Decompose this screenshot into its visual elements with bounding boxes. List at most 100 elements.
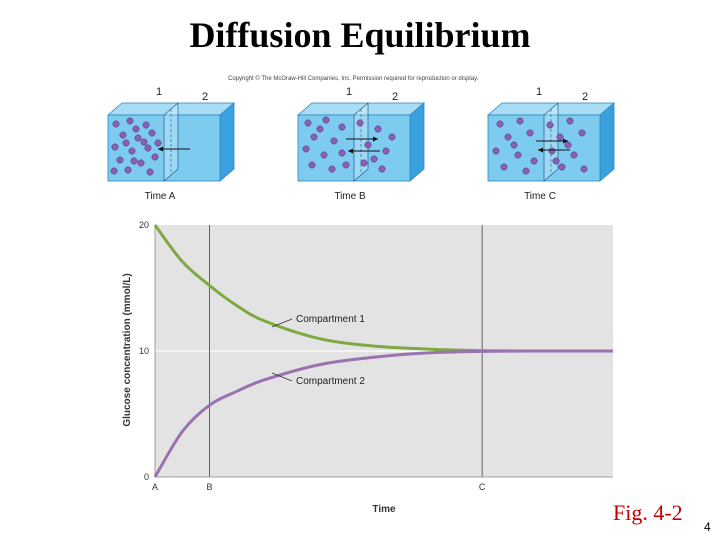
glucose-molecule bbox=[374, 125, 382, 133]
glucose-molecule bbox=[516, 117, 524, 125]
glucose-molecule bbox=[564, 141, 572, 149]
glucose-molecule bbox=[370, 155, 378, 163]
glucose-molecule bbox=[124, 166, 132, 174]
y-tick-10: 10 bbox=[139, 346, 149, 356]
glucose-molecule bbox=[151, 153, 159, 161]
arrow-head bbox=[563, 138, 568, 144]
compartment-2-label: 2 bbox=[582, 91, 588, 103]
callout-leader bbox=[271, 318, 293, 328]
glucose-molecule bbox=[110, 167, 118, 175]
glucose-molecule bbox=[148, 129, 156, 137]
glucose-molecule bbox=[128, 147, 136, 155]
box-side-face bbox=[409, 102, 425, 182]
glucose-molecule bbox=[382, 147, 390, 155]
glucose-molecule bbox=[316, 125, 324, 133]
glucose-molecule bbox=[304, 119, 312, 127]
box-side-face bbox=[219, 102, 235, 182]
compartment-1-label: 1 bbox=[346, 86, 352, 98]
arrow-head bbox=[538, 147, 543, 153]
arrow-head bbox=[158, 146, 163, 152]
glucose-molecule bbox=[142, 121, 150, 129]
glucose-molecule bbox=[492, 147, 500, 155]
glucose-molecule bbox=[154, 139, 162, 147]
glucose-molecule bbox=[566, 117, 574, 125]
page-number: 4 bbox=[704, 520, 711, 534]
time-label: Time B bbox=[334, 191, 366, 202]
glucose-molecule bbox=[330, 137, 338, 145]
series-label-compartment-2: Compartment 2 bbox=[296, 376, 365, 387]
glucose-molecule bbox=[558, 163, 566, 171]
glucose-molecule bbox=[137, 159, 145, 167]
glucose-molecule bbox=[111, 143, 119, 151]
glucose-molecule bbox=[322, 116, 330, 124]
glucose-molecule bbox=[578, 129, 586, 137]
compartment-1-label: 1 bbox=[536, 86, 542, 98]
glucose-molecule bbox=[546, 121, 554, 129]
figure-label: Fig. 4-2 bbox=[613, 500, 683, 525]
glucose-molecule bbox=[302, 145, 310, 153]
glucose-molecule bbox=[144, 144, 152, 152]
compartment-2-label: 2 bbox=[392, 91, 398, 103]
x-marker-label: A bbox=[152, 482, 158, 492]
glucose-molecule bbox=[356, 119, 364, 127]
glucose-molecule bbox=[126, 117, 134, 125]
glucose-molecule bbox=[570, 151, 578, 159]
glucose-molecule bbox=[328, 165, 336, 173]
glucose-molecule bbox=[510, 141, 518, 149]
time-label: Time A bbox=[145, 191, 176, 202]
glucose-molecule bbox=[119, 131, 127, 139]
glucose-molecule bbox=[522, 167, 530, 175]
glucose-molecule bbox=[130, 157, 138, 165]
series-line-compartment-2 bbox=[153, 349, 614, 478]
x-marker-label: C bbox=[479, 482, 486, 492]
compartment-2-label: 2 bbox=[202, 91, 208, 103]
glucose-molecule bbox=[338, 123, 346, 131]
copyright-notice: Copyright © The McGraw-Hill Companies, I… bbox=[228, 76, 479, 82]
arrow-head bbox=[373, 136, 378, 142]
compartment-1-label: 1 bbox=[156, 86, 162, 98]
slide-title: Diffusion Equilibrium bbox=[189, 15, 531, 55]
time-label: Time C bbox=[524, 191, 556, 202]
glucose-molecule bbox=[500, 163, 508, 171]
glucose-molecule bbox=[338, 149, 346, 157]
glucose-molecule bbox=[146, 168, 154, 176]
glucose-molecule bbox=[526, 129, 534, 137]
glucose-molecule bbox=[308, 161, 316, 169]
glucose-molecule bbox=[548, 147, 556, 155]
glucose-molecule bbox=[320, 151, 328, 159]
glucose-molecule bbox=[530, 157, 538, 165]
glucose-molecule bbox=[514, 151, 522, 159]
glucose-chart: A B C Compartment 1 Compartment 2 20 10 0 G… bbox=[122, 220, 614, 515]
arrow-head bbox=[348, 148, 353, 154]
glucose-molecule bbox=[364, 141, 372, 149]
glucose-molecule bbox=[496, 120, 504, 128]
box-side-face bbox=[599, 102, 615, 182]
y-axis-label: Glucose concentration (mmol/L) bbox=[122, 273, 133, 426]
glucose-molecule bbox=[378, 165, 386, 173]
glucose-molecule bbox=[122, 139, 130, 147]
glucose-molecule bbox=[552, 157, 560, 165]
glucose-molecule bbox=[116, 156, 124, 164]
glucose-molecule bbox=[140, 138, 148, 146]
y-tick-0: 0 bbox=[144, 472, 149, 482]
series-label-compartment-1: Compartment 1 bbox=[296, 314, 365, 325]
callout-leader bbox=[271, 372, 293, 382]
glucose-molecule bbox=[342, 161, 350, 169]
glucose-molecule bbox=[112, 120, 120, 128]
glucose-molecule bbox=[310, 133, 318, 141]
glucose-molecule bbox=[556, 133, 564, 141]
glucose-molecule bbox=[504, 133, 512, 141]
glucose-molecule bbox=[388, 133, 396, 141]
x-axis-label: Time bbox=[372, 504, 396, 515]
glucose-molecule bbox=[580, 165, 588, 173]
x-marker-label: B bbox=[207, 482, 213, 492]
glucose-molecule bbox=[360, 159, 368, 167]
y-tick-20: 20 bbox=[139, 220, 149, 230]
glucose-molecule bbox=[132, 125, 140, 133]
glucose-molecule bbox=[134, 134, 142, 142]
